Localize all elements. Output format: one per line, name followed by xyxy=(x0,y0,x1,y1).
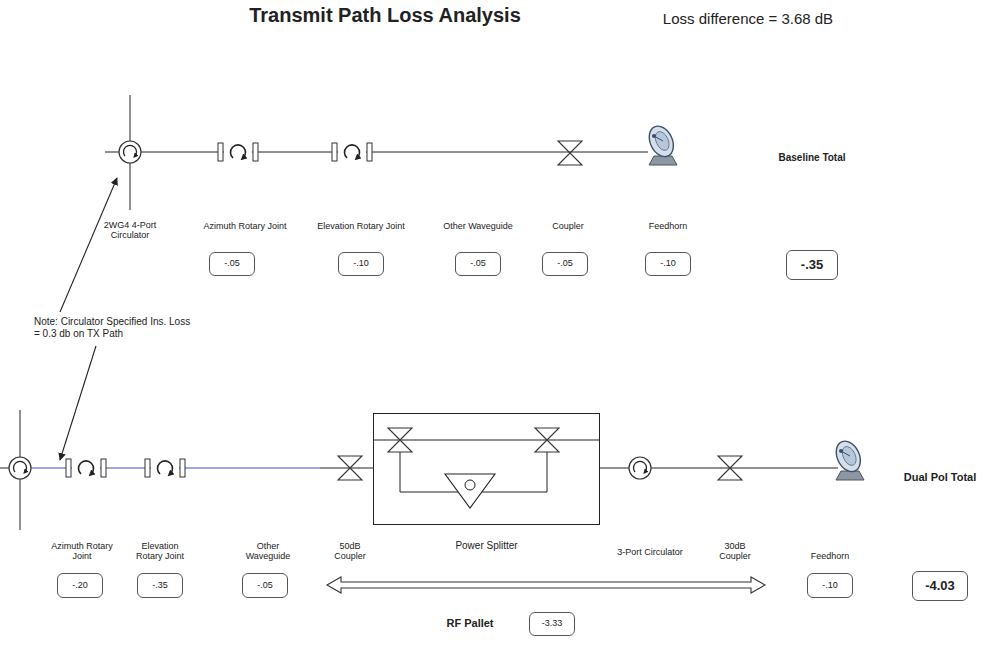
loss-value-box: -.10 xyxy=(645,252,691,276)
component-name: 2WG4 4-Port Circulator xyxy=(90,220,170,241)
feedhorn-icon xyxy=(832,437,865,480)
rotary-joint-symbol xyxy=(66,459,106,477)
component-name: Feedhorn xyxy=(638,221,698,231)
loss-value: -3.33 xyxy=(542,619,563,629)
circulator-symbol xyxy=(9,457,31,479)
component-name-text: Elevation Rotary Joint xyxy=(136,541,184,561)
circulator-symbol xyxy=(119,141,141,163)
span-label: RF Pallet xyxy=(425,617,515,630)
circulator-symbol xyxy=(629,457,651,479)
component-name: Other Waveguide xyxy=(433,221,523,231)
amplifier-symbol xyxy=(445,474,495,508)
component-name: Azimuth Rotary Joint xyxy=(195,221,295,231)
loss-value-box: -.10 xyxy=(807,573,853,598)
loss-value-box: -.10 xyxy=(338,252,384,276)
loss-value: -4.03 xyxy=(925,579,955,593)
component-name: Azimuth Rotary Joint xyxy=(51,541,113,562)
coupler-symbol xyxy=(338,456,362,480)
total-label-text: Dual Pol Total xyxy=(904,471,977,483)
loss-value: -.05 xyxy=(557,259,573,269)
component-name: Other Waveguide xyxy=(243,541,293,562)
component-name-text: 3-Port Circulator xyxy=(617,547,683,557)
amplifier-symbol xyxy=(465,480,475,490)
coupler-symbol xyxy=(718,456,742,480)
component-name: Power Splitter xyxy=(374,540,599,551)
loss-value: -.05 xyxy=(470,259,486,269)
loss-value-box: -.20 xyxy=(57,573,103,598)
splitter-path xyxy=(373,440,600,441)
total-label: Dual Pol Total xyxy=(890,471,990,484)
feedhorn-icon xyxy=(645,122,678,165)
loss-difference-text: Loss difference = 3.68 dB xyxy=(663,10,833,27)
loss-value: -.10 xyxy=(822,581,838,591)
note-text-text: Note: Circulator Specified Ins. Loss = 0… xyxy=(34,316,190,339)
component-name: Elevation Rotary Joint xyxy=(129,541,191,562)
component-name-text: 50dB Coupler xyxy=(334,541,366,561)
loss-value: -.35 xyxy=(801,258,823,272)
span-label-text: RF Pallet xyxy=(446,617,493,629)
component-name-text: Feedhorn xyxy=(649,221,688,231)
title-text: Transmit Path Loss Analysis xyxy=(249,4,521,26)
loss-value: -.05 xyxy=(224,259,240,269)
loss-value: -.10 xyxy=(353,259,369,269)
rotary-joint-symbol xyxy=(218,143,258,161)
loss-value-box: -3.33 xyxy=(529,612,575,636)
loss-difference: Loss difference = 3.68 dB xyxy=(633,10,863,27)
component-name: Feedhorn xyxy=(800,551,860,561)
span-arrow xyxy=(327,577,765,593)
splitter-path xyxy=(400,452,547,492)
coupler-symbol xyxy=(558,141,582,165)
total-label-text: Baseline Total xyxy=(778,152,845,163)
component-name-text: Other Waveguide xyxy=(443,221,513,231)
coupler-symbol xyxy=(535,428,559,452)
component-name-text: Elevation Rotary Joint xyxy=(317,221,405,231)
rotary-joint-symbol xyxy=(145,459,185,477)
rotary-joint-symbol xyxy=(332,143,372,161)
component-name: 50dB Coupler xyxy=(327,541,373,562)
component-name: 30dB Coupler xyxy=(712,541,758,562)
component-name: Elevation Rotary Joint xyxy=(311,221,411,231)
loss-value: -.10 xyxy=(660,259,676,269)
component-name: Coupler xyxy=(538,221,598,231)
note-arrow xyxy=(60,346,96,460)
component-name-text: Coupler xyxy=(552,221,584,231)
loss-value-box: -.35 xyxy=(137,573,183,598)
component-name-text: Feedhorn xyxy=(811,551,850,561)
loss-value-box: -4.03 xyxy=(912,571,968,601)
loss-value-box: -.05 xyxy=(242,573,288,598)
component-name-text: Azimuth Rotary Joint xyxy=(51,541,113,561)
loss-value-box: -.35 xyxy=(786,250,838,280)
loss-value: -.05 xyxy=(257,581,273,591)
component-name-text: 2WG4 4-Port Circulator xyxy=(104,220,157,240)
waveguide-line xyxy=(320,468,373,469)
loss-value: -.20 xyxy=(72,581,88,591)
loss-value: -.35 xyxy=(152,581,168,591)
loss-value-box: -.05 xyxy=(209,252,255,276)
total-label: Baseline Total xyxy=(767,152,857,164)
power-splitter-box: Power Splitter xyxy=(373,413,600,525)
coupler-symbol xyxy=(388,428,412,452)
loss-value-box: -.05 xyxy=(542,252,588,276)
component-name-text: Other Waveguide xyxy=(246,541,291,561)
waveguide-line xyxy=(105,152,648,153)
note-arrow xyxy=(60,178,117,312)
note-text: Note: Circulator Specified Ins. Loss = 0… xyxy=(34,316,194,339)
component-name-text: Azimuth Rotary Joint xyxy=(203,221,286,231)
diagram-title: Transmit Path Loss Analysis xyxy=(190,4,580,27)
component-name-text: 30dB Coupler xyxy=(719,541,751,561)
component-name: 3-Port Circulator xyxy=(600,547,700,557)
loss-value-box: -.05 xyxy=(455,252,501,276)
